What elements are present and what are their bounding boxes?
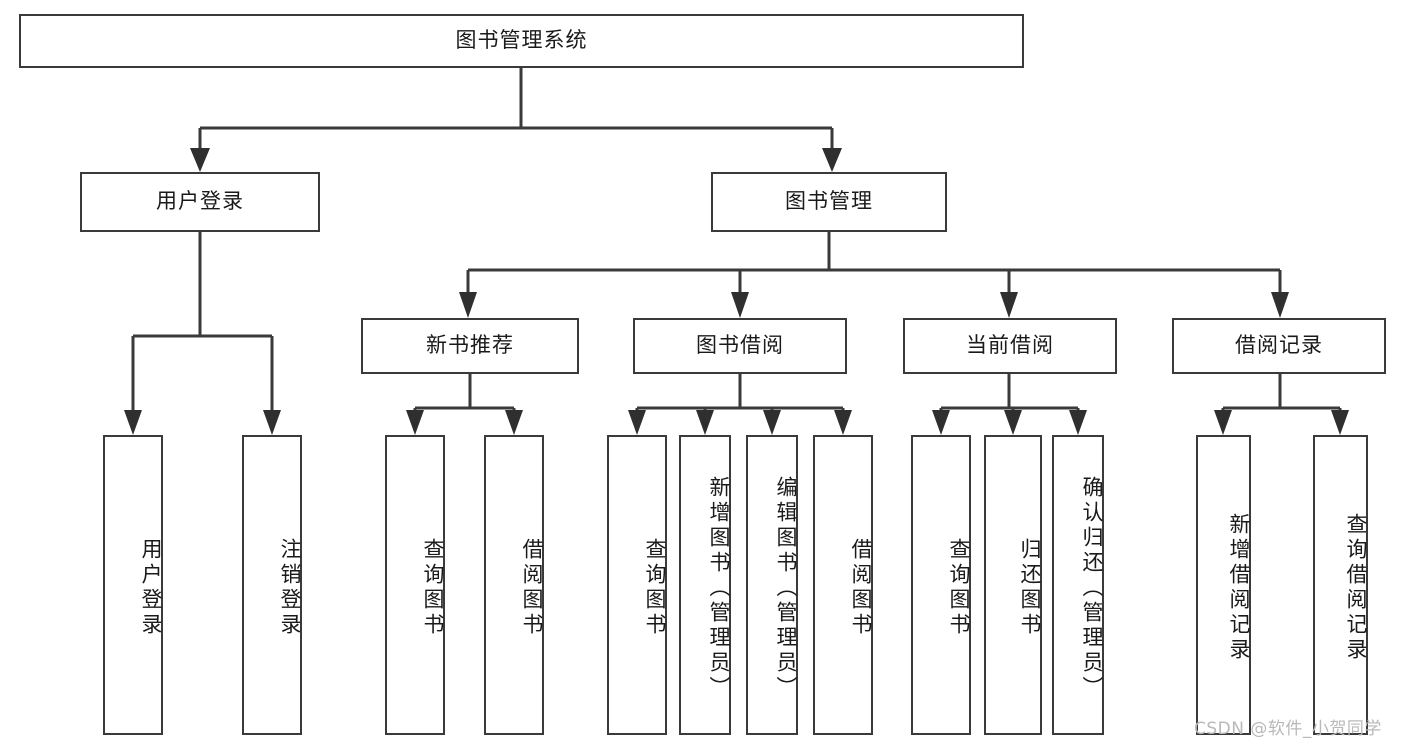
node-leaf-query-book-current[interactable]: 查询图书 (911, 435, 971, 735)
node-label: 当前借阅 (966, 333, 1054, 358)
node-label: 图书管理 (785, 189, 873, 214)
node-leaf-add-borrow-record[interactable]: 新增借阅记录 (1196, 435, 1251, 735)
node-borrow-record[interactable]: 借阅记录 (1172, 318, 1386, 374)
node-user-login[interactable]: 用户登录 (80, 172, 320, 232)
node-label: 归还图书 (1018, 538, 1042, 638)
node-label: 用户登录 (139, 538, 163, 638)
node-label: 确认归还（管理员） (1080, 475, 1104, 701)
node-label: 注销登录 (278, 538, 302, 638)
node-leaf-return-book[interactable]: 归还图书 (984, 435, 1042, 735)
node-label: 新书推荐 (426, 333, 514, 358)
node-current-borrow[interactable]: 当前借阅 (903, 318, 1117, 374)
node-label: 用户登录 (156, 189, 244, 214)
node-label: 查询图书 (421, 538, 445, 638)
node-label: 新增图书（管理员） (707, 475, 731, 701)
node-book-borrow[interactable]: 图书借阅 (633, 318, 847, 374)
node-label: 借阅图书 (849, 538, 873, 638)
node-label: 编辑图书（管理员） (774, 475, 798, 701)
node-book-management[interactable]: 图书管理 (711, 172, 947, 232)
node-label: 新增借阅记录 (1227, 513, 1251, 663)
node-leaf-add-book[interactable]: 新增图书（管理员） (679, 435, 731, 735)
node-leaf-query-borrow-record[interactable]: 查询借阅记录 (1313, 435, 1368, 735)
node-leaf-borrow-book-recommend[interactable]: 借阅图书 (484, 435, 544, 735)
node-leaf-user-login[interactable]: 用户登录 (103, 435, 163, 735)
node-label: 查询借阅记录 (1344, 513, 1368, 663)
node-leaf-edit-book[interactable]: 编辑图书（管理员） (746, 435, 798, 735)
node-label: 查询图书 (643, 538, 667, 638)
node-label: 图书借阅 (696, 333, 784, 358)
node-leaf-query-book-borrow[interactable]: 查询图书 (607, 435, 667, 735)
node-label: 借阅记录 (1235, 333, 1323, 358)
node-label: 图书管理系统 (455, 28, 588, 53)
node-label: 查询图书 (947, 538, 971, 638)
node-new-book-recommend[interactable]: 新书推荐 (361, 318, 579, 374)
node-leaf-borrow-book[interactable]: 借阅图书 (813, 435, 873, 735)
node-leaf-query-book-recommend[interactable]: 查询图书 (385, 435, 445, 735)
node-leaf-logout[interactable]: 注销登录 (242, 435, 302, 735)
node-root-system[interactable]: 图书管理系统 (19, 14, 1024, 68)
node-leaf-confirm-return[interactable]: 确认归还（管理员） (1052, 435, 1104, 735)
node-label: 借阅图书 (520, 538, 544, 638)
watermark-text: CSDN @软件_小贺同学 (1194, 719, 1382, 739)
